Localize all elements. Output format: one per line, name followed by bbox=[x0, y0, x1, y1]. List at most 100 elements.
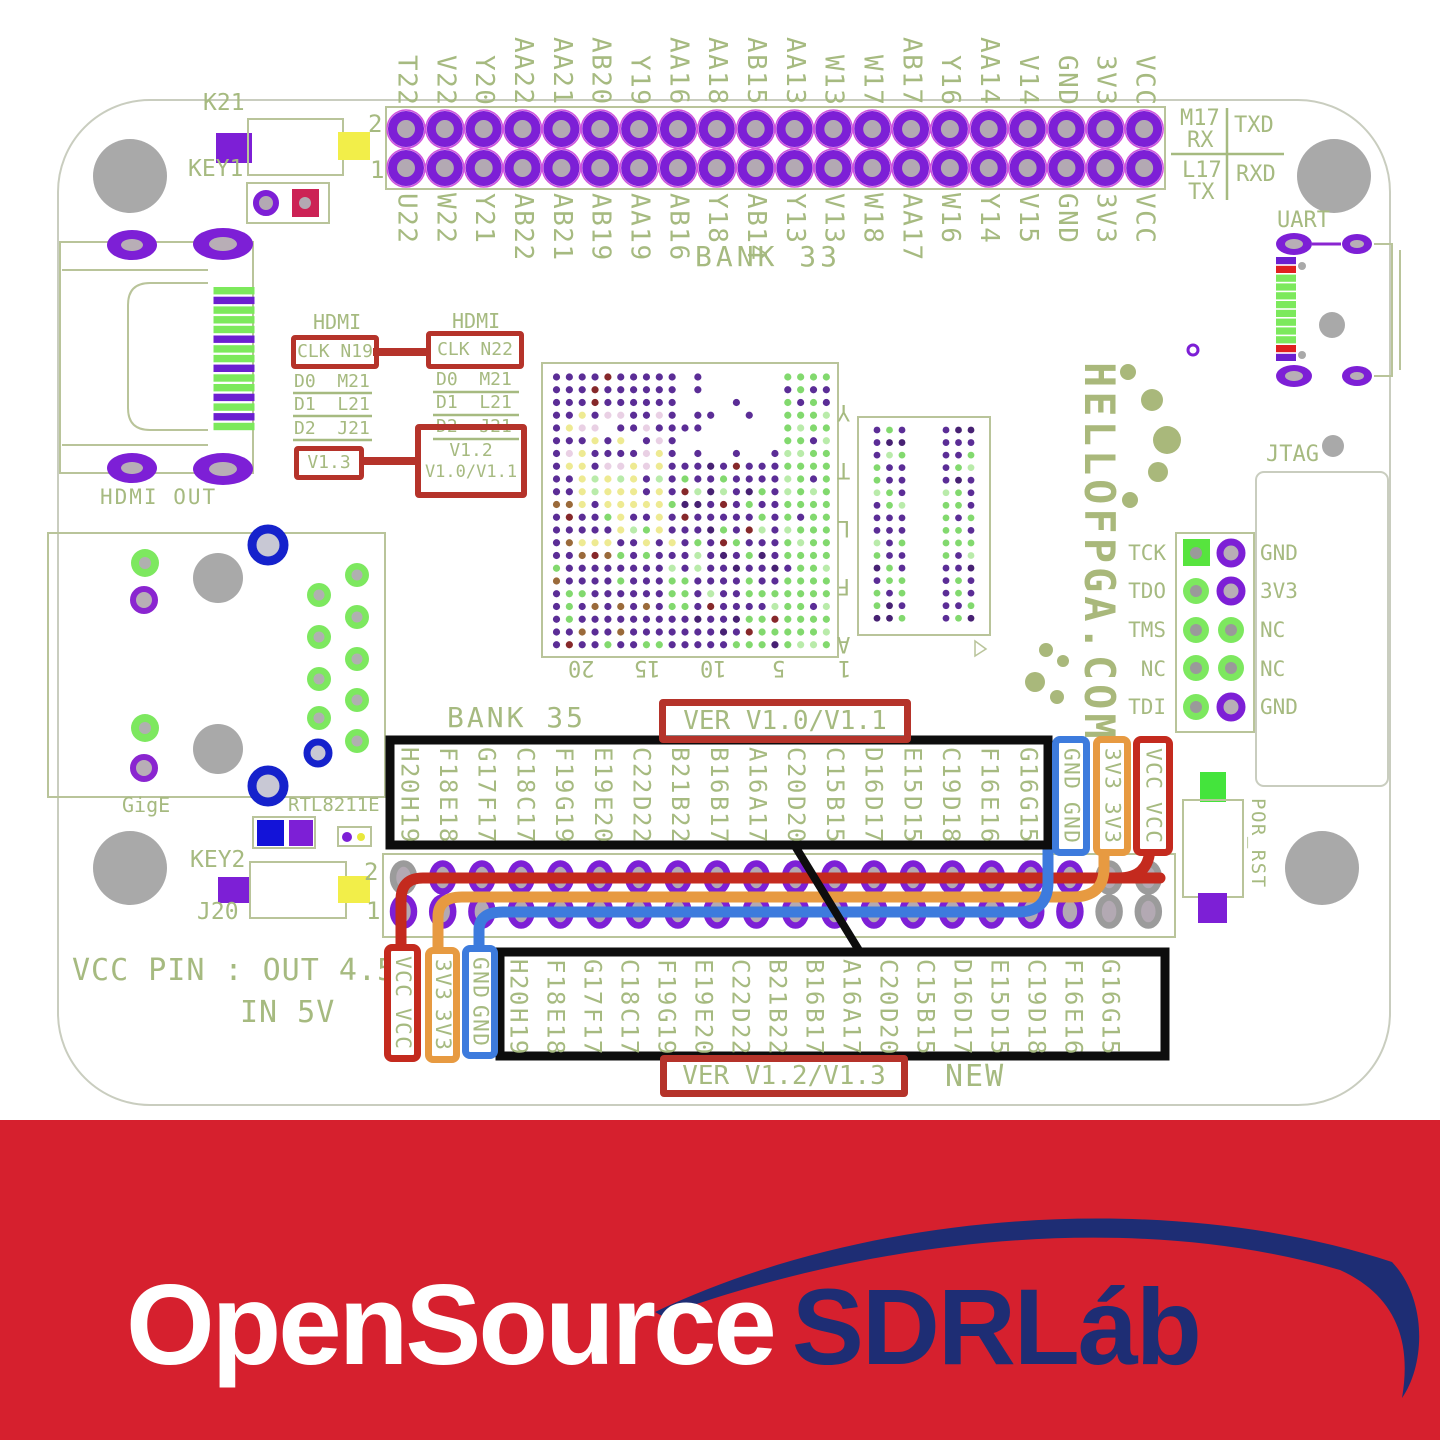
pin-label: B17 bbox=[800, 1008, 829, 1056]
ver-old-box: VER V1.0/V1.1 bbox=[659, 699, 911, 743]
pin-label: AB21 bbox=[546, 193, 577, 262]
brand-logo: OpenSource SDRLáb bbox=[126, 1260, 1202, 1391]
hdmi-out-connector bbox=[59, 228, 255, 485]
pin-label: C19 bbox=[936, 747, 965, 795]
pin-label: A16 bbox=[837, 959, 866, 1007]
pin-label: F17 bbox=[472, 796, 501, 844]
power-label: 3V3 bbox=[1100, 748, 1125, 791]
band-pin2-number: 2 bbox=[364, 858, 379, 886]
pin-label: AB19 bbox=[585, 193, 616, 262]
serial-rx-label: RX bbox=[1187, 128, 1214, 153]
pin-label: Y13 bbox=[779, 193, 810, 245]
pin-label: B15 bbox=[820, 796, 849, 844]
jtag-pin-label: TDO bbox=[1128, 579, 1166, 604]
pin-label: AA13 bbox=[779, 37, 810, 106]
pin-label: F16 bbox=[975, 747, 1004, 795]
pin-label: V15 bbox=[1012, 193, 1043, 245]
power-label: VCC bbox=[1141, 801, 1166, 844]
pin-label: W18 bbox=[857, 193, 888, 245]
bank35-vcc-box: VCC VCC bbox=[1133, 736, 1173, 856]
hdmi-old-d1: D1 L21 bbox=[294, 394, 370, 415]
hdmi-map-lines bbox=[293, 348, 519, 465]
bank35-title: BANK 35 bbox=[447, 701, 587, 734]
key2-ref: J20 bbox=[197, 899, 239, 925]
gige-label: GigE bbox=[122, 793, 171, 817]
bga-tick: L bbox=[837, 515, 851, 540]
pin-label: W16 bbox=[935, 193, 966, 245]
hdmi-new-clk: CLK N22 bbox=[437, 339, 513, 360]
pin-label: C17 bbox=[615, 1008, 644, 1056]
mounting-holes bbox=[93, 139, 1371, 905]
jtag-label: JTAG bbox=[1266, 442, 1319, 467]
pin-label: D17 bbox=[859, 796, 888, 844]
pin-label: D22 bbox=[627, 796, 656, 844]
pin-label: H19 bbox=[395, 796, 424, 844]
pin-label: Y18 bbox=[702, 193, 733, 245]
hdmi-new-clk-box: CLK N22 bbox=[426, 331, 524, 369]
ver-new-label: VER V1.2/V1.3 bbox=[682, 1061, 886, 1091]
pin-label: AB14 bbox=[741, 193, 772, 262]
bga-tick: 5 bbox=[772, 655, 786, 680]
pin-label: E19 bbox=[588, 747, 617, 795]
band-pin1-number: 1 bbox=[366, 897, 381, 925]
pin-label: A17 bbox=[743, 796, 772, 844]
key1-ref: K21 bbox=[203, 90, 245, 116]
hdmi-new-ver-line2: V1.0/V1.1 bbox=[424, 461, 518, 482]
vcc-note-line1: VCC PIN : OUT 4.5V bbox=[72, 953, 416, 988]
hdmi-new-ver-box: V1.2 V1.0/V1.1 bbox=[415, 424, 527, 498]
pin-label: AA18 bbox=[702, 37, 733, 106]
pin-label: B17 bbox=[704, 796, 733, 844]
brand-banner: OpenSource SDRLáb bbox=[0, 1120, 1440, 1440]
pin-label: D18 bbox=[936, 796, 965, 844]
bank33-pin1-number: 1 bbox=[370, 156, 385, 184]
pin-label: D16 bbox=[948, 959, 977, 1007]
pin-label: C22 bbox=[627, 747, 656, 795]
pin-label: W17 bbox=[857, 54, 888, 106]
pin-label: G19 bbox=[550, 796, 579, 844]
ver-old-label: VER V1.0/V1.1 bbox=[683, 706, 887, 736]
pin-label: GND bbox=[1051, 54, 1082, 106]
serial-rx-pin: M17 bbox=[1180, 106, 1220, 131]
new-3v3-box: 3V3 3V3 bbox=[425, 947, 460, 1063]
hdmi-out-label: HDMI OUT bbox=[100, 485, 218, 509]
pin-label: AB22 bbox=[507, 193, 538, 262]
key2-component bbox=[218, 861, 370, 919]
jtag-left-pads bbox=[1183, 578, 1209, 720]
pin-label: AA14 bbox=[974, 37, 1005, 106]
pin-label: C20 bbox=[874, 959, 903, 1007]
pin-label: G17 bbox=[578, 959, 607, 1007]
pin-label: C22 bbox=[726, 959, 755, 1007]
hdmi-new-ver-line1: V1.2 bbox=[449, 439, 493, 461]
vcc-note-line2: IN 5V bbox=[240, 995, 336, 1030]
pin-label: D15 bbox=[898, 796, 927, 844]
pin-label: D20 bbox=[874, 1008, 903, 1056]
pin-label: H20 bbox=[395, 747, 424, 795]
pin-label: C15 bbox=[911, 959, 940, 1007]
jtag-connector bbox=[1175, 471, 1389, 787]
power-label: GND bbox=[468, 1004, 493, 1047]
jtag-pin-label: TMS bbox=[1128, 617, 1166, 642]
pin-label: B16 bbox=[704, 747, 733, 795]
pin-label: B21 bbox=[763, 959, 792, 1007]
pin-label: G17 bbox=[472, 747, 501, 795]
pin-label: AB15 bbox=[741, 37, 772, 106]
pin-label: GND bbox=[1051, 193, 1082, 245]
gige-aux-parts bbox=[252, 816, 372, 849]
power-label: VCC bbox=[1141, 748, 1166, 791]
pin-label: F19 bbox=[652, 959, 681, 1007]
pin-label: C20 bbox=[782, 747, 811, 795]
pin-label: E19 bbox=[689, 959, 718, 1007]
pin-label: W22 bbox=[430, 193, 461, 245]
pin-label: F19 bbox=[550, 747, 579, 795]
power-label: 3V3 bbox=[1100, 801, 1125, 844]
por-rst-component bbox=[1182, 772, 1244, 923]
pin-label: F18 bbox=[434, 747, 463, 795]
bank35-band-outline bbox=[382, 853, 1176, 938]
jtag-pin-label: 3V3 bbox=[1260, 579, 1298, 604]
pin-label: F18 bbox=[541, 959, 570, 1007]
pin-label: D20 bbox=[782, 796, 811, 844]
